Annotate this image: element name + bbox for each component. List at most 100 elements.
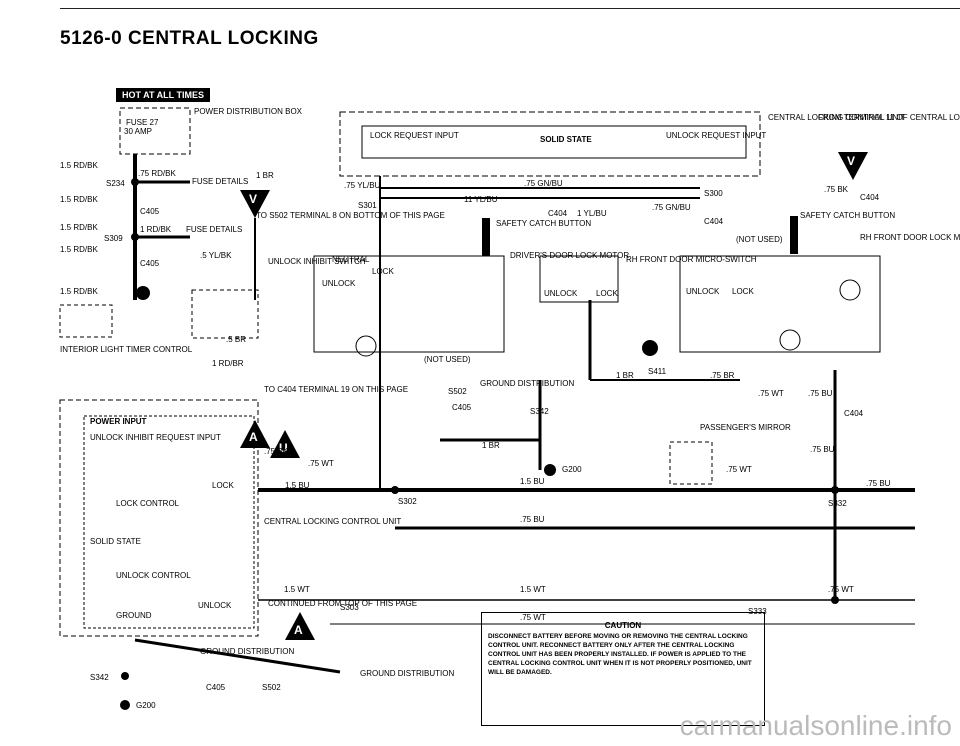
- s302-splice: [391, 486, 399, 494]
- c405-label-4: C405: [206, 683, 226, 692]
- lock-control-label: LOCK CONTROL: [116, 499, 180, 508]
- passengers-mirror-box: [669, 441, 713, 485]
- g200-label-2: G200: [136, 701, 156, 710]
- drivers-door-lock-motor-box: [313, 255, 505, 353]
- wt75-label-1: .75 WT: [308, 459, 334, 468]
- connector-a-arrow-2: [240, 420, 270, 448]
- wt75-label-5: .75 WT: [726, 465, 752, 474]
- bu75-label-2: .75 BU: [808, 389, 833, 398]
- gnbu75-label-2: .75 GN/BU: [652, 203, 691, 212]
- solid-state-module: [361, 125, 747, 159]
- lock-request-label: LOCK REQUEST INPUT: [370, 131, 459, 140]
- s302-label: S302: [398, 497, 417, 506]
- connector-u-arrow: [270, 430, 300, 458]
- connector-v-label: V: [249, 192, 257, 206]
- rh-door-motor-label: RH FRONT DOOR LOCK MOTOR: [860, 233, 960, 242]
- s309-label: S309: [104, 234, 123, 243]
- ground-dist-label-2: GROUND DISTRIBUTION: [200, 647, 294, 656]
- s234-label: S234: [106, 179, 125, 188]
- not-used-label-1: (NOT USED): [424, 355, 471, 364]
- top-rule: [60, 8, 960, 9]
- rh-door-lock-motor-box: [679, 255, 881, 353]
- caution-body: DISCONNECT BATTERY BEFORE MOVING OR REMO…: [488, 633, 752, 676]
- s300-label: S300: [704, 189, 723, 198]
- lock-label-2: LOCK: [372, 267, 394, 276]
- gnbu75-label: .75 GN/BU: [524, 179, 563, 188]
- bu75-label-3: .75 BU: [810, 445, 835, 454]
- amp30-label: 30 AMP: [124, 127, 152, 136]
- neutral-label: NEUTRAL: [332, 255, 370, 264]
- unlock-label-3: UNLOCK: [544, 289, 578, 298]
- g200-label-1: G200: [562, 465, 582, 474]
- ground-bus: [134, 638, 341, 674]
- s303-label: S303: [340, 603, 359, 612]
- s411-label: S411: [648, 367, 667, 376]
- unlock-inhibit-switch: [191, 289, 259, 339]
- fuse-details-1: FUSE DETAILS: [192, 177, 248, 186]
- lock-label: LOCK: [212, 481, 234, 490]
- s333-label: S333: [748, 607, 767, 616]
- from-terminal-label: FROM TERMINAL 11 OF CENTRAL LOCKING CONT…: [818, 113, 960, 122]
- bk75-label-2: .75 BK: [824, 185, 849, 194]
- s342-splice: [121, 672, 129, 680]
- bu75-label-4: .75 BU: [866, 479, 891, 488]
- rdbk-label-6: 1.5 RD/BK: [60, 287, 98, 296]
- fuse27-label: FUSE 27: [126, 118, 159, 127]
- lock-label-4: LOCK: [732, 287, 754, 296]
- ylbk-label: .5 YL/BK: [200, 251, 232, 260]
- connector-v-arrow-2: [838, 152, 868, 180]
- ground-dist-label-3: GROUND DISTRIBUTION: [360, 669, 454, 678]
- br75-label: .75 BR: [710, 371, 735, 380]
- solid-state-2-label: SOLID STATE: [540, 135, 592, 144]
- central-locking-unit-box: [59, 399, 259, 637]
- interior-light-connector: [136, 286, 150, 300]
- g200-ground: [544, 464, 556, 476]
- safety-catch-label-2: SAFETY CATCH BUTTON: [800, 211, 895, 220]
- page-title: 5126-0 CENTRAL LOCKING: [60, 28, 319, 49]
- safety-catch-label: SAFETY CATCH BUTTON: [496, 219, 591, 228]
- rdbk-label-4: 1.5 RD/BK: [60, 223, 98, 232]
- hot-at-all-times-badge: HOT AT ALL TIMES: [116, 88, 210, 102]
- s332-label: S332: [828, 499, 847, 508]
- power-input-label: POWER INPUT: [90, 417, 147, 426]
- c404-label-3: C404: [860, 193, 880, 202]
- br1-label-2: 1 BR: [616, 371, 634, 380]
- ground-point: [642, 340, 658, 356]
- rdbk-label-3: 1.5 RD/BK: [60, 195, 98, 204]
- unlock-control-label: UNLOCK CONTROL: [116, 571, 191, 580]
- safety-catch-button-2: [790, 216, 798, 254]
- ylbu1-label: 1 YL/BU: [577, 209, 607, 218]
- rdbk-label-5: 1.5 RD/BK: [60, 245, 98, 254]
- power-distribution-box: [119, 107, 191, 155]
- c405-label-2: C405: [140, 259, 160, 268]
- to-c404-label: TO C404 TERMINAL 19 ON THIS PAGE: [264, 385, 408, 394]
- continued-label: CONTINUED FROM TOP OF THIS PAGE: [268, 599, 417, 608]
- drivers-motor: [355, 335, 377, 357]
- unlock-label: UNLOCK: [198, 601, 232, 610]
- s342-label-2: S342: [90, 673, 109, 682]
- ground-dist-label: GROUND DISTRIBUTION: [480, 379, 574, 388]
- ground-label: GROUND: [116, 611, 152, 620]
- c404-label-1: C404: [548, 209, 568, 218]
- connector-a-label-2: A: [249, 430, 258, 444]
- unlock-inhibit-req-label: UNLOCK INHIBIT REQUEST INPUT: [90, 433, 221, 442]
- c405-label-3: C405: [452, 403, 472, 412]
- ylbu75-label: .75 YL/BU: [344, 181, 381, 190]
- solid-state-label: SOLID STATE: [90, 537, 141, 546]
- caution-heading: CAUTION: [604, 621, 642, 630]
- br5-label: .5 BR: [226, 335, 246, 344]
- connector-v-label-2: V: [847, 154, 855, 168]
- unlock-inhibit-switch-label: UNLOCK INHIBIT SWITCH: [268, 257, 366, 266]
- rdbk-label-1: 1.5 RD/BK: [60, 161, 98, 170]
- wt15-label-1: 1.5 WT: [284, 585, 310, 594]
- rdbr-label: 1 RD/BR: [212, 359, 244, 368]
- c405-label-1: C405: [140, 207, 160, 216]
- wt15-label-2: 1.5 WT: [520, 585, 546, 594]
- fuse-details-2: FUSE DETAILS: [186, 225, 242, 234]
- rh-micro-switch-box: [539, 255, 619, 303]
- s502-label-2: S502: [262, 683, 281, 692]
- br1-label: 1 BR: [256, 171, 274, 180]
- c404-label-4: C404: [844, 409, 864, 418]
- bu75-label-1: .75 BU: [520, 515, 545, 524]
